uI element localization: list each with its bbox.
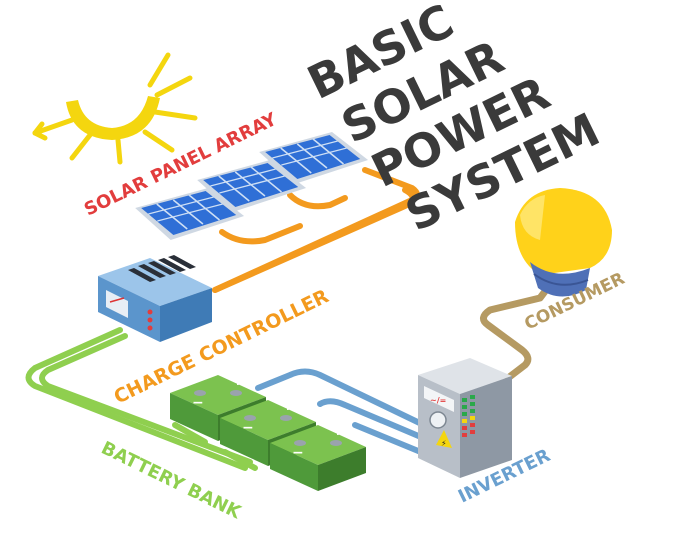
solar-wires [212,167,420,293]
solar-panel-2 [197,160,307,212]
controller-meter [106,290,128,318]
svg-text:⚡: ⚡ [441,439,447,448]
charge-controller-device [98,255,212,342]
battery-plus-label: + [232,373,244,389]
inverter-level-leds [462,395,475,437]
battery-bank-device: − + − + − + [170,373,366,491]
battery-3: − + [270,423,366,491]
solar-panel-3 [259,132,369,184]
battery-minus-label: − [242,420,254,436]
inverter-dial [429,411,447,429]
battery-minus-label: − [192,395,204,411]
inverter-wires [255,368,433,458]
solar-panel-array [135,132,369,240]
warning-icon [436,430,452,448]
battery-minus-label: − [292,445,304,461]
inverter-display [424,386,454,412]
battery-plus-label: + [282,398,294,414]
controller-led [147,309,153,315]
inverter-device: ~/= ⚡ [418,358,512,478]
battery-plus-label: + [332,423,344,439]
solar-panel-1 [135,188,245,240]
consumer-wire [480,278,556,382]
sun-icon [32,52,198,165]
bulb-base [530,262,590,297]
svg-text:~/=: ~/= [430,396,446,405]
light-bulb-icon [515,188,612,297]
battery-wires [25,327,258,471]
